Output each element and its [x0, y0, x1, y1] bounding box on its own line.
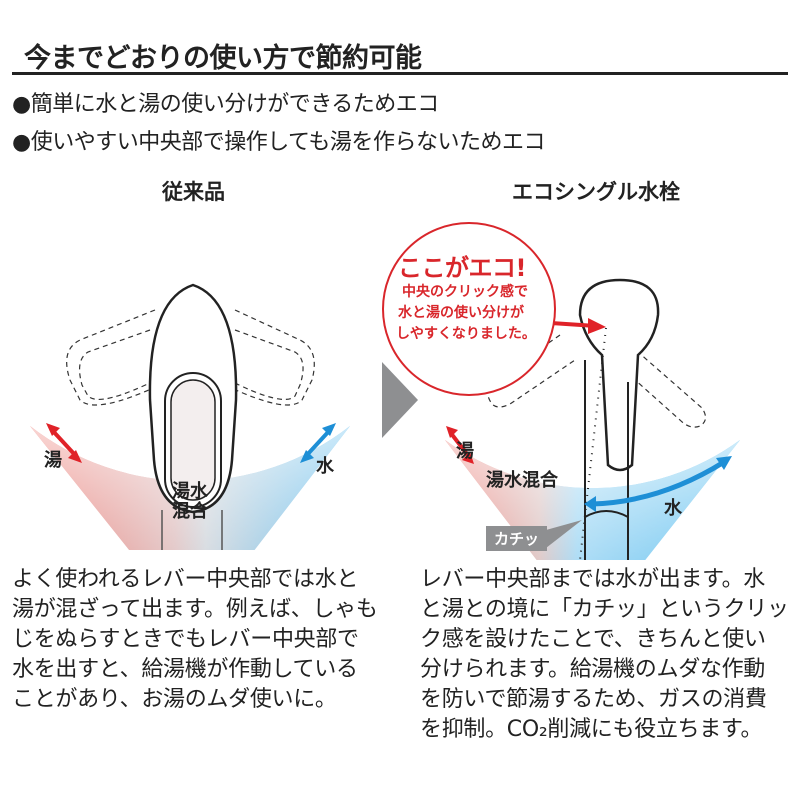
callout-line-1: 中央のクリック感で: [402, 284, 528, 300]
hot-label: 湯: [44, 450, 62, 471]
mix-label: 湯水混合: [486, 470, 558, 491]
eco-faucet-heading: エコシングル水栓: [512, 180, 680, 204]
eco-description: レバー中央部までは水が出ます。水 と湯との境に「カチッ」というクリッ ク感を設け…: [420, 565, 789, 745]
hot-arrow-icon: [46, 423, 82, 463]
cold-arrow-icon: [300, 423, 336, 463]
hot-arrow-icon: [446, 426, 474, 464]
description-line: レバー中央部までは水が出ます。水: [420, 567, 766, 592]
description-line: 分けられます。給湯機のムダな作動: [420, 657, 766, 682]
description-line: ことがあり、お湯のムダ使いに。: [12, 687, 337, 712]
callout-line-2: 水と湯の使い分けが: [398, 305, 524, 321]
description-line: と湯との境に「カチッ」というクリッ: [420, 597, 789, 622]
description-line: ク感を設けたことで、きちんと使い: [420, 627, 766, 652]
cold-label: 水: [664, 498, 682, 519]
description-line: を防いで節湯するため、ガスの消費: [420, 687, 767, 712]
bullet-point-1: ●簡単に水と湯の使い分けができるためエコ: [12, 92, 439, 117]
description-line: よく使われるレバー中央部では水と: [12, 567, 359, 592]
bullet-point-2: ●使いやすい中央部で操作しても湯を作らないためエコ: [12, 130, 545, 155]
title-divider: [12, 72, 788, 75]
description-line: を抑制。CO₂削減にも役立ちます。: [420, 717, 763, 742]
next-arrow-icon: [382, 362, 418, 438]
conventional-lever-diagram: [0, 260, 380, 550]
callout-title: ここがエコ!: [398, 254, 526, 282]
hot-label: 湯: [456, 441, 474, 462]
description-line: 水を出すと、給湯機が作動している: [12, 657, 358, 682]
description-line: 湯が混ざって出ます。例えば、しゃも: [12, 597, 378, 622]
conventional-heading: 従来品: [162, 180, 225, 204]
mix-label-line1: 湯水: [172, 481, 208, 502]
conventional-description: よく使われるレバー中央部では水と 湯が混ざって出ます。例えば、しゃも じをぬらす…: [12, 565, 378, 715]
mix-label-line2: 混合: [172, 501, 208, 522]
eco-callout-bubble: [382, 222, 556, 396]
cold-label: 水: [316, 456, 334, 477]
click-label: カチッ: [486, 526, 548, 551]
page-title: 今までどおりの使い方で節約可能: [24, 43, 422, 74]
description-line: じをぬらすときでもレバー中央部で: [12, 627, 359, 652]
cold-arrow-icon: [584, 456, 732, 512]
callout-line-3: しやすくなりました。: [396, 326, 536, 342]
